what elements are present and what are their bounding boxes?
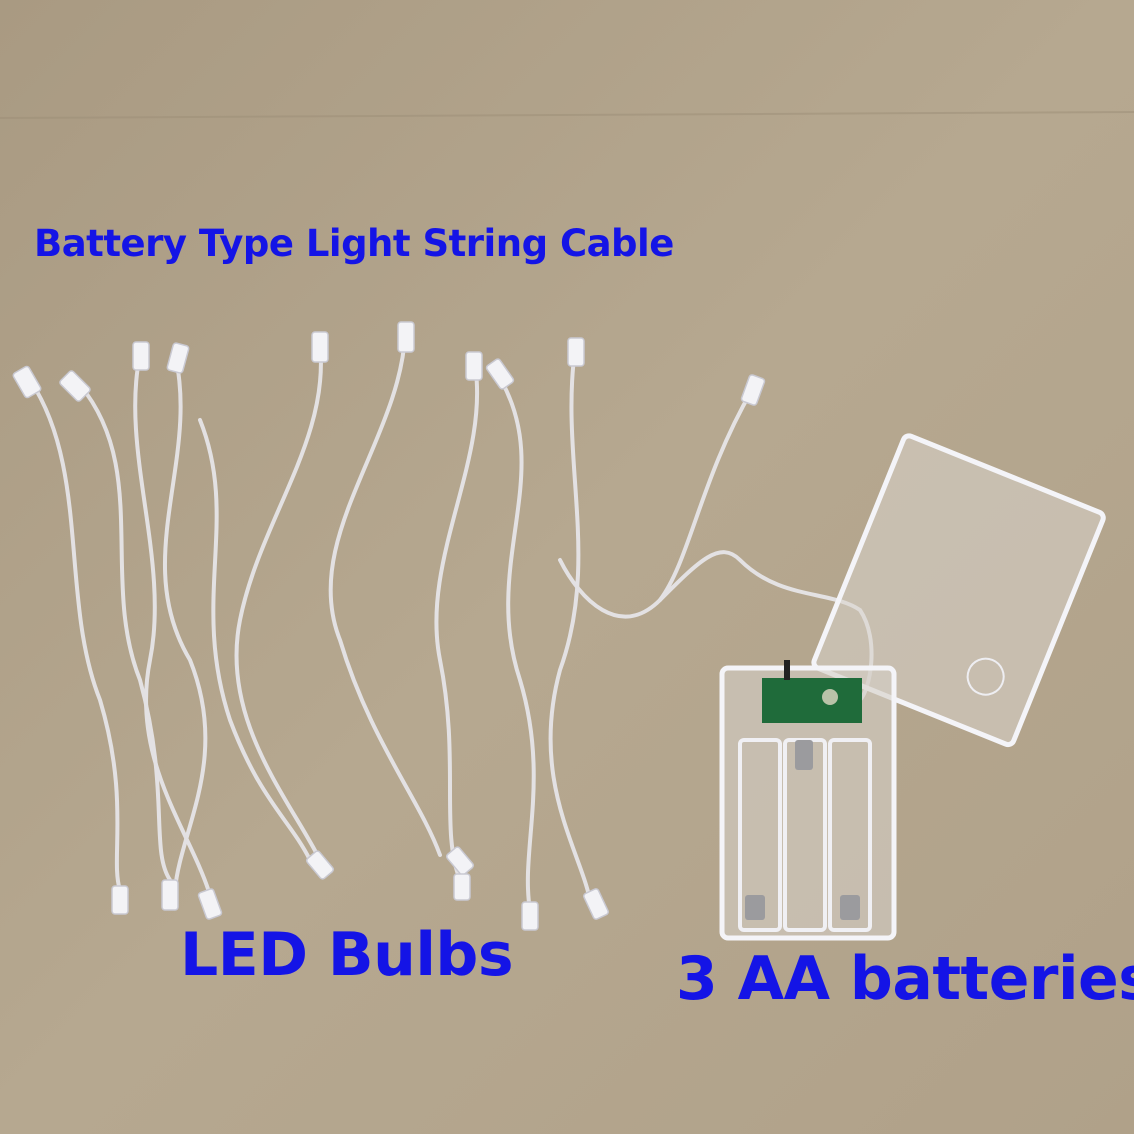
cardboard-seam (0, 111, 1134, 119)
batteries-caption: 3 AA batteries (676, 944, 1134, 1014)
led-bulbs (12, 321, 766, 931)
title-caption: Battery Type Light String Cable (34, 222, 674, 265)
battery-box (719, 660, 897, 941)
light-string-wires (28, 333, 874, 912)
power-switch (784, 660, 790, 680)
led-bulbs-caption: LED Bulbs (180, 920, 514, 990)
pcb-board (762, 678, 862, 723)
